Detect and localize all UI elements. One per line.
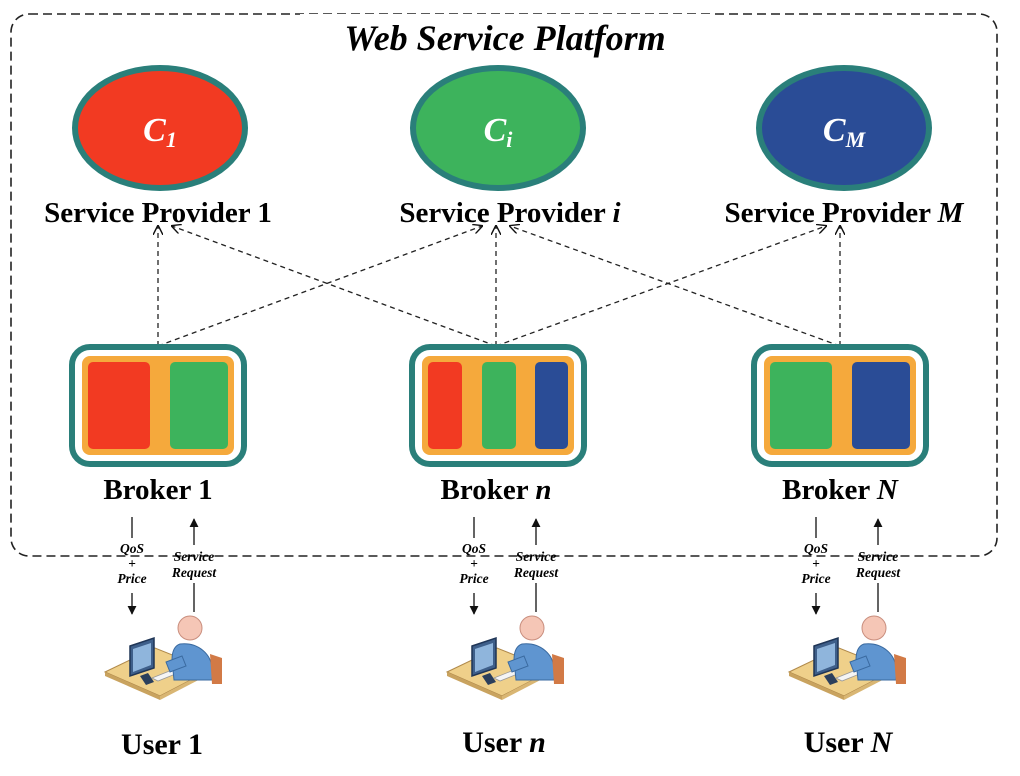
provider-1-label: Service Provider 1 <box>44 197 272 229</box>
qos-price-label-1: QoS+Price <box>117 541 146 586</box>
provider-m-capacity-ellipse <box>756 65 932 191</box>
broker-n: Broker n <box>409 344 587 506</box>
qos-price-label-n: QoS+Price <box>459 541 488 586</box>
broker-N-label: Broker N <box>782 474 899 506</box>
provider-i-capacity-ellipse <box>410 65 586 191</box>
provider-m: CM Service Provider M <box>725 65 965 229</box>
user-at-computer-icon <box>788 615 907 701</box>
broker-1: Broker 1 <box>69 344 247 506</box>
broker-n-segment-blue <box>535 362 568 449</box>
provider-1-capacity: C1 <box>143 112 177 152</box>
user-at-computer-icon <box>103 615 222 700</box>
provider-i: Ci Service Provider i <box>399 65 621 229</box>
user-N-label: User N <box>804 726 894 759</box>
qos-price-label-N: QoS+Price <box>801 541 830 586</box>
provider-1-capacity-ellipse <box>72 65 248 191</box>
link-bN-pi <box>510 226 841 347</box>
provider-m-label: Service Provider M <box>725 197 965 229</box>
broker-n-segment-red <box>428 362 462 449</box>
link-b1-pi <box>157 226 482 347</box>
user-1-label: User 1 <box>121 728 203 761</box>
broker-N-segment-green <box>770 362 832 449</box>
broker-N-segment-blue <box>852 362 910 449</box>
link-bn-p1 <box>172 226 497 347</box>
provider-i-label: Service Provider i <box>399 197 620 229</box>
broker-provider-links <box>157 226 841 347</box>
broker-1-label: Broker 1 <box>103 474 212 506</box>
broker-1-segment-red <box>88 362 150 449</box>
platform-title: Web Service Platform <box>344 18 665 58</box>
user-n-label: User n <box>462 726 546 759</box>
provider-1: C1 Service Provider 1 <box>44 65 272 229</box>
broker-N: Broker N <box>751 344 929 506</box>
provider-m-capacity: CM <box>823 112 867 152</box>
provider-i-capacity: Ci <box>484 112 514 152</box>
user-at-computer-icon <box>446 615 565 701</box>
broker-n-label: Broker n <box>441 474 552 506</box>
broker-n-segment-green <box>482 362 516 449</box>
broker-1-segment-green <box>170 362 228 449</box>
link-bn-pm <box>495 226 826 347</box>
